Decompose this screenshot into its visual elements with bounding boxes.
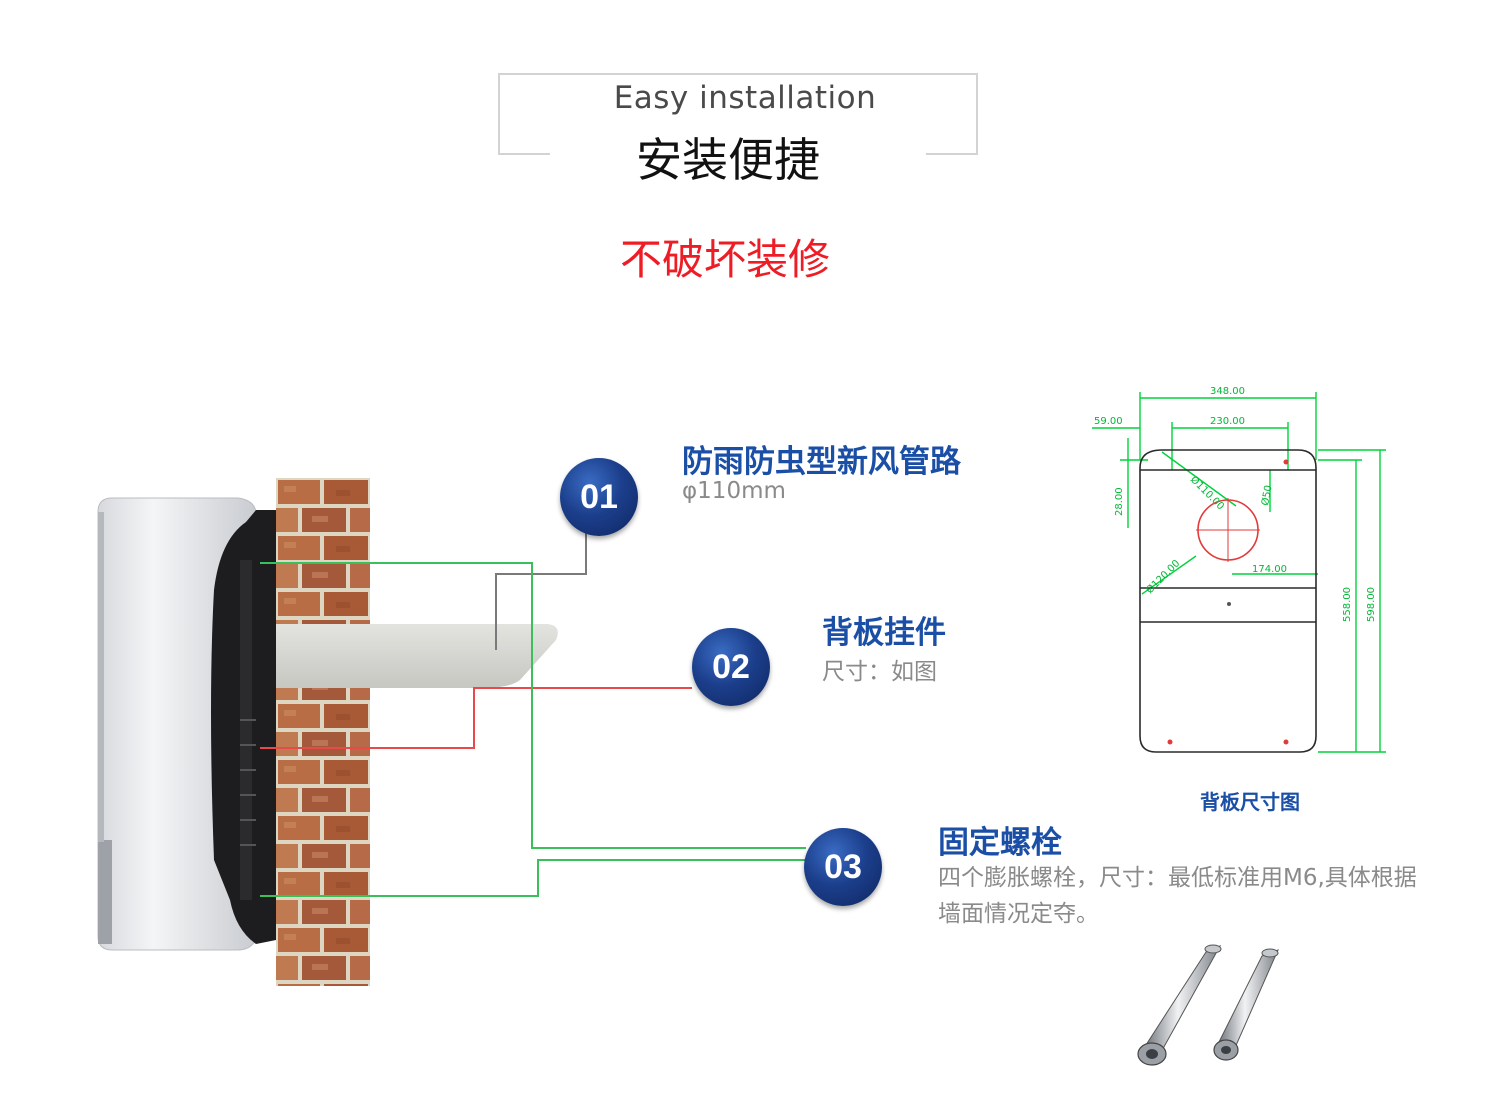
callout-line-01	[495, 521, 597, 650]
expansion-bolt-2	[1213, 948, 1279, 1061]
dimension-labels: 348.00 230.00 59.00 174.00 28.00 558.00 …	[1094, 386, 1377, 622]
step-01-badge: 01	[560, 458, 638, 536]
step-02-title: 背板挂件	[822, 615, 946, 651]
step-01-title: 防雨防虫型新风管路	[682, 444, 961, 480]
wall-bracket	[268, 624, 558, 688]
mount-hole-3	[1283, 739, 1289, 745]
drawing-caption: 背板尺寸图	[1200, 790, 1300, 814]
dim-348: 348.00	[1210, 386, 1245, 397]
frame-right	[976, 73, 978, 155]
dim-598: 598.00	[1366, 587, 1377, 622]
english-title: Easy installation	[613, 80, 877, 116]
step-03-title: 固定螺栓	[938, 825, 1062, 861]
back-panel-drawing	[1092, 392, 1386, 753]
frame-left	[498, 73, 500, 155]
callout-line-02	[260, 687, 692, 749]
dim-28: 28.00	[1114, 487, 1125, 516]
dim-110: Ø110.00	[1188, 474, 1227, 513]
dim-59: 59.00	[1094, 416, 1123, 427]
callout-line-03b	[260, 859, 806, 897]
unit-black-frame	[211, 510, 276, 944]
dim-174: 174.00	[1252, 564, 1287, 575]
frame-bottom-right	[926, 153, 978, 155]
unit-grille	[240, 560, 252, 900]
mount-hole-2	[1167, 739, 1173, 745]
pipe-hole	[1197, 499, 1259, 561]
frame-top	[498, 73, 978, 75]
mount-hole-1	[1283, 459, 1289, 465]
frame-bottom-left	[498, 153, 550, 155]
unit-front-edge	[98, 840, 112, 944]
expansion-bolt-1	[1137, 944, 1222, 1066]
step-02-desc: 尺寸：如图	[822, 659, 937, 685]
unit-side-strip	[98, 512, 104, 842]
back-panel-outline	[1139, 449, 1317, 753]
step-03-badge: 03	[804, 828, 882, 906]
unit-grille-lines	[240, 719, 256, 846]
step-01-desc: φ110mm	[682, 478, 786, 504]
red-subtitle: 不破坏装修	[619, 235, 830, 284]
dim-120: Ø120.00	[1144, 557, 1183, 596]
center-hole	[1227, 602, 1231, 606]
ventilator-unit	[97, 497, 257, 951]
dim-230: 230.00	[1210, 416, 1245, 427]
chinese-title: 安装便捷	[636, 133, 820, 187]
title-frame	[498, 73, 978, 155]
dim-50: Ø50	[1259, 484, 1274, 506]
dim-558: 558.00	[1342, 587, 1353, 622]
brick-wall	[276, 478, 370, 986]
step-02-badge: 02	[692, 628, 770, 706]
step-03-desc: 四个膨胀螺栓，尺寸：最低标准用M6,具体根据墙面情况定夺。	[938, 865, 1417, 927]
